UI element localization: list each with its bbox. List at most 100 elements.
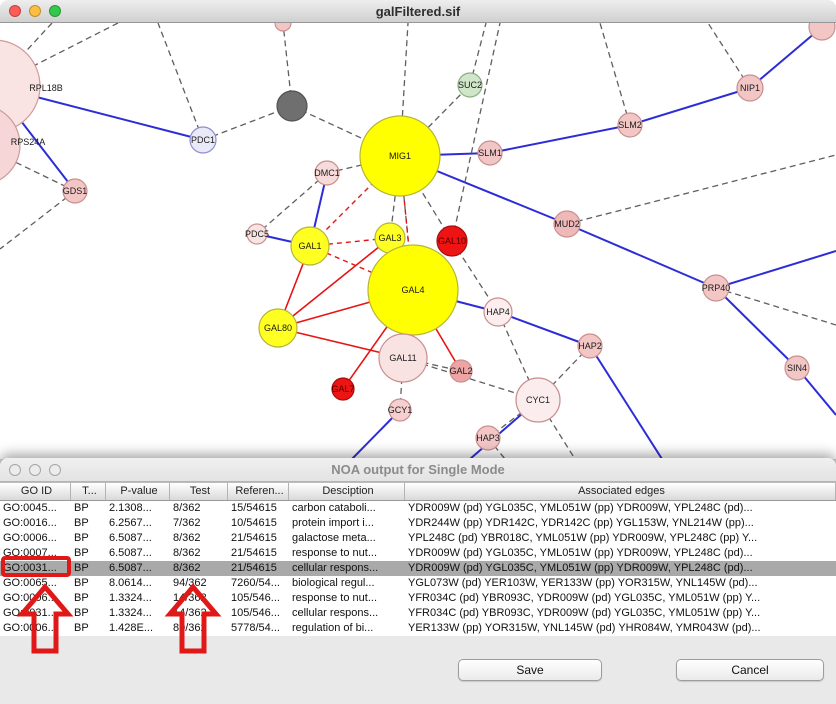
node-unlabeled[interactable] — [808, 23, 836, 41]
column-header[interactable]: Associated edges — [405, 483, 836, 500]
minimize-icon[interactable] — [29, 463, 41, 476]
node-gal80[interactable]: GAL80 — [258, 308, 298, 348]
noa-window-titlebar[interactable]: NOA output for Single Mode — [0, 458, 836, 482]
node-gal2[interactable]: GAL2 — [449, 359, 473, 383]
close-icon[interactable] — [9, 463, 21, 476]
table-cell: biological regul... — [292, 577, 375, 589]
table-cell: 6.5087... — [109, 562, 152, 574]
traffic-lights-inactive — [9, 458, 61, 481]
node-nip1[interactable]: NIP1 — [736, 74, 764, 102]
table-cell: response to nut... — [292, 592, 377, 604]
table-cell: 6.2567... — [109, 517, 152, 529]
table-cell: 14/362 — [173, 607, 207, 619]
node-dmc1[interactable]: DMC1 — [314, 160, 340, 186]
network-edge — [589, 345, 663, 459]
node-mig1[interactable]: MIG1 — [359, 115, 441, 197]
node-label: MIG1 — [389, 151, 411, 161]
node-rps24a[interactable]: RPS24A — [0, 105, 45, 185]
node-suc2[interactable]: SUC2 — [457, 72, 483, 98]
node-hap3[interactable]: HAP3 — [475, 425, 501, 451]
column-header[interactable]: GO ID — [0, 483, 71, 500]
node-gal11[interactable]: GAL11 — [378, 333, 428, 383]
column-header[interactable]: T... — [71, 483, 106, 500]
table-cell: 94/362 — [173, 577, 207, 589]
table-cell: cellular respons... — [292, 562, 379, 574]
network-edge — [489, 124, 631, 154]
node-gds1[interactable]: GDS1 — [62, 178, 88, 204]
table-cell: 10/54615 — [231, 517, 277, 529]
node-pdc1[interactable]: PDC1 — [189, 126, 217, 154]
node-label: GAL3 — [378, 233, 401, 243]
table-cell: GO:0006... — [3, 592, 57, 604]
table-cell: YGL073W (pd) YER103W, YER133W (pp) YOR31… — [408, 577, 758, 589]
node-label: SLM2 — [618, 120, 642, 130]
node-unlabeled[interactable] — [274, 23, 292, 32]
table-cell: YFR034C (pd) YBR093C, YDR009W (pd) YGL03… — [408, 592, 761, 604]
table-cell: 21/54615 — [231, 547, 277, 559]
network-edge — [566, 154, 836, 225]
node-hap2[interactable]: HAP2 — [577, 333, 603, 359]
node-gal4[interactable]: GAL4 — [367, 244, 459, 336]
node-rpl18b[interactable]: RPL18B — [0, 39, 63, 133]
node-label: GAL2 — [449, 366, 472, 376]
table-cell: YDR009W (pd) YGL035C, YML051W (pp) YDR00… — [408, 562, 753, 574]
node-pdc5[interactable]: PDC5 — [245, 223, 269, 245]
node-slm2[interactable]: SLM2 — [617, 112, 643, 138]
zoom-icon[interactable] — [49, 463, 61, 476]
node-slm1[interactable]: SLM1 — [477, 140, 503, 166]
table-cell: YDR009W (pd) YGL035C, YML051W (pp) YDR00… — [408, 547, 753, 559]
node-prp40[interactable]: PRP40 — [702, 274, 731, 302]
node-label: GAL4 — [401, 285, 424, 295]
minimize-icon[interactable] — [29, 5, 41, 17]
table-cell: GO:0007... — [3, 547, 57, 559]
table-cell: BP — [74, 592, 89, 604]
table-cell: 21/54615 — [231, 562, 277, 574]
node-sin4[interactable]: SIN4 — [784, 355, 810, 381]
table-cell: 105/546... — [231, 592, 280, 604]
node-unlabeled[interactable] — [276, 90, 308, 122]
table-cell: 8/362 — [173, 547, 201, 559]
node-hap4[interactable]: HAP4 — [483, 297, 513, 327]
table-cell: 1.3324... — [109, 592, 152, 604]
node-gal1[interactable]: GAL1 — [290, 226, 330, 266]
network-window-titlebar[interactable]: galFiltered.sif — [0, 0, 836, 23]
table-cell: 105/546... — [231, 607, 280, 619]
node-mud2[interactable]: MUD2 — [553, 210, 581, 238]
table-cell: 8.0614... — [109, 577, 152, 589]
column-header[interactable]: Test — [170, 483, 228, 500]
column-header[interactable]: Desciption — [289, 483, 405, 500]
network-edge — [715, 287, 836, 326]
table-cell: 5778/54... — [231, 622, 280, 634]
table-cell: YPL248C (pd) YBR018C, YML051W (pp) YDR00… — [408, 532, 758, 544]
node-gal10[interactable]: GAL10 — [436, 225, 468, 257]
save-button[interactable]: Save — [458, 659, 602, 681]
network-edge — [0, 153, 76, 192]
table-cell: BP — [74, 577, 89, 589]
node-cyc1[interactable]: CYC1 — [515, 377, 561, 423]
node-label: PRP40 — [702, 283, 731, 293]
column-header[interactable]: P-value — [106, 483, 170, 500]
table-cell: 7260/54... — [231, 577, 280, 589]
table-cell: carbon cataboli... — [292, 502, 376, 514]
table-cell: GO:0016... — [3, 517, 57, 529]
table-row[interactable]: GO:0065... BP 8.0614... 94/362 7260/54... bio… — [0, 576, 836, 591]
node-gcy1[interactable]: GCY1 — [388, 398, 413, 422]
window-title: galFiltered.sif — [375, 3, 461, 19]
table-cell: GO:0045... — [3, 502, 57, 514]
zoom-icon[interactable] — [49, 5, 61, 17]
cancel-button[interactable]: Cancel — [676, 659, 824, 681]
network-edge — [749, 26, 823, 89]
node-gal7[interactable]: GAL7 — [331, 377, 355, 401]
column-header[interactable]: Referen... — [228, 483, 289, 500]
close-icon[interactable] — [9, 5, 21, 17]
table-cell: GO:0065... — [3, 577, 57, 589]
